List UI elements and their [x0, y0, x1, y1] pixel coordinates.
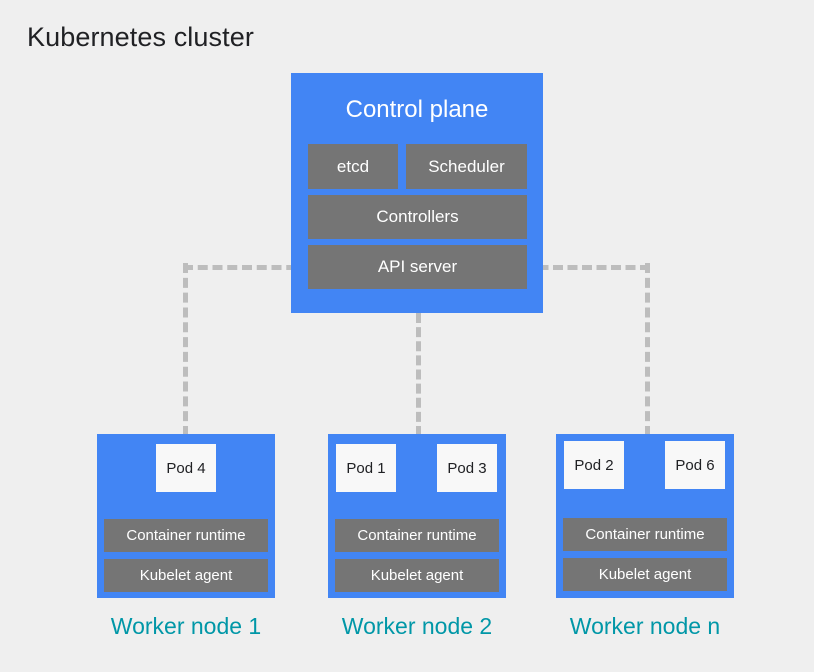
control-plane-component-controllers: Controllers	[308, 195, 527, 239]
worker-node-2-container-runtime: Container runtime	[335, 519, 499, 552]
worker-node-n-pod-6: Pod 6	[665, 441, 725, 489]
page-title: Kubernetes cluster	[27, 22, 254, 52]
worker-node-1-container-runtime: Container runtime	[104, 519, 268, 552]
worker-node-2-pod-1: Pod 1	[336, 444, 396, 492]
worker-node-1-kubelet-agent: Kubelet agent	[104, 559, 268, 592]
worker-node-2-kubelet-agent: Kubelet agent	[335, 559, 499, 592]
connector-api-server-to-worker-node-2-vertical	[416, 313, 421, 436]
worker-node-n-container-runtime: Container runtime	[563, 518, 727, 551]
connector-api-server-to-worker-node-n-vertical	[645, 263, 650, 436]
worker-node-n-kubelet-agent: Kubelet agent	[563, 558, 727, 591]
control-plane-component-etcd: etcd	[308, 144, 398, 189]
worker-node-1-label: Worker node 1	[110, 613, 262, 639]
worker-node-n-pod-2: Pod 2	[564, 441, 624, 489]
control-plane-component-scheduler: Scheduler	[406, 144, 527, 189]
worker-node-n-label: Worker node n	[569, 613, 721, 639]
control-plane-title: Control plane	[345, 96, 489, 123]
connector-api-server-to-worker-node-n-horizontal	[524, 265, 650, 270]
worker-node-1-pod-4: Pod 4	[156, 444, 216, 492]
control-plane-component-api-server: API server	[308, 245, 527, 289]
connector-api-server-to-worker-node-1-vertical	[183, 263, 188, 436]
worker-node-2-pod-3: Pod 3	[437, 444, 497, 492]
worker-node-2-label: Worker node 2	[341, 613, 493, 639]
connector-api-server-to-worker-node-1-horizontal	[183, 265, 311, 270]
